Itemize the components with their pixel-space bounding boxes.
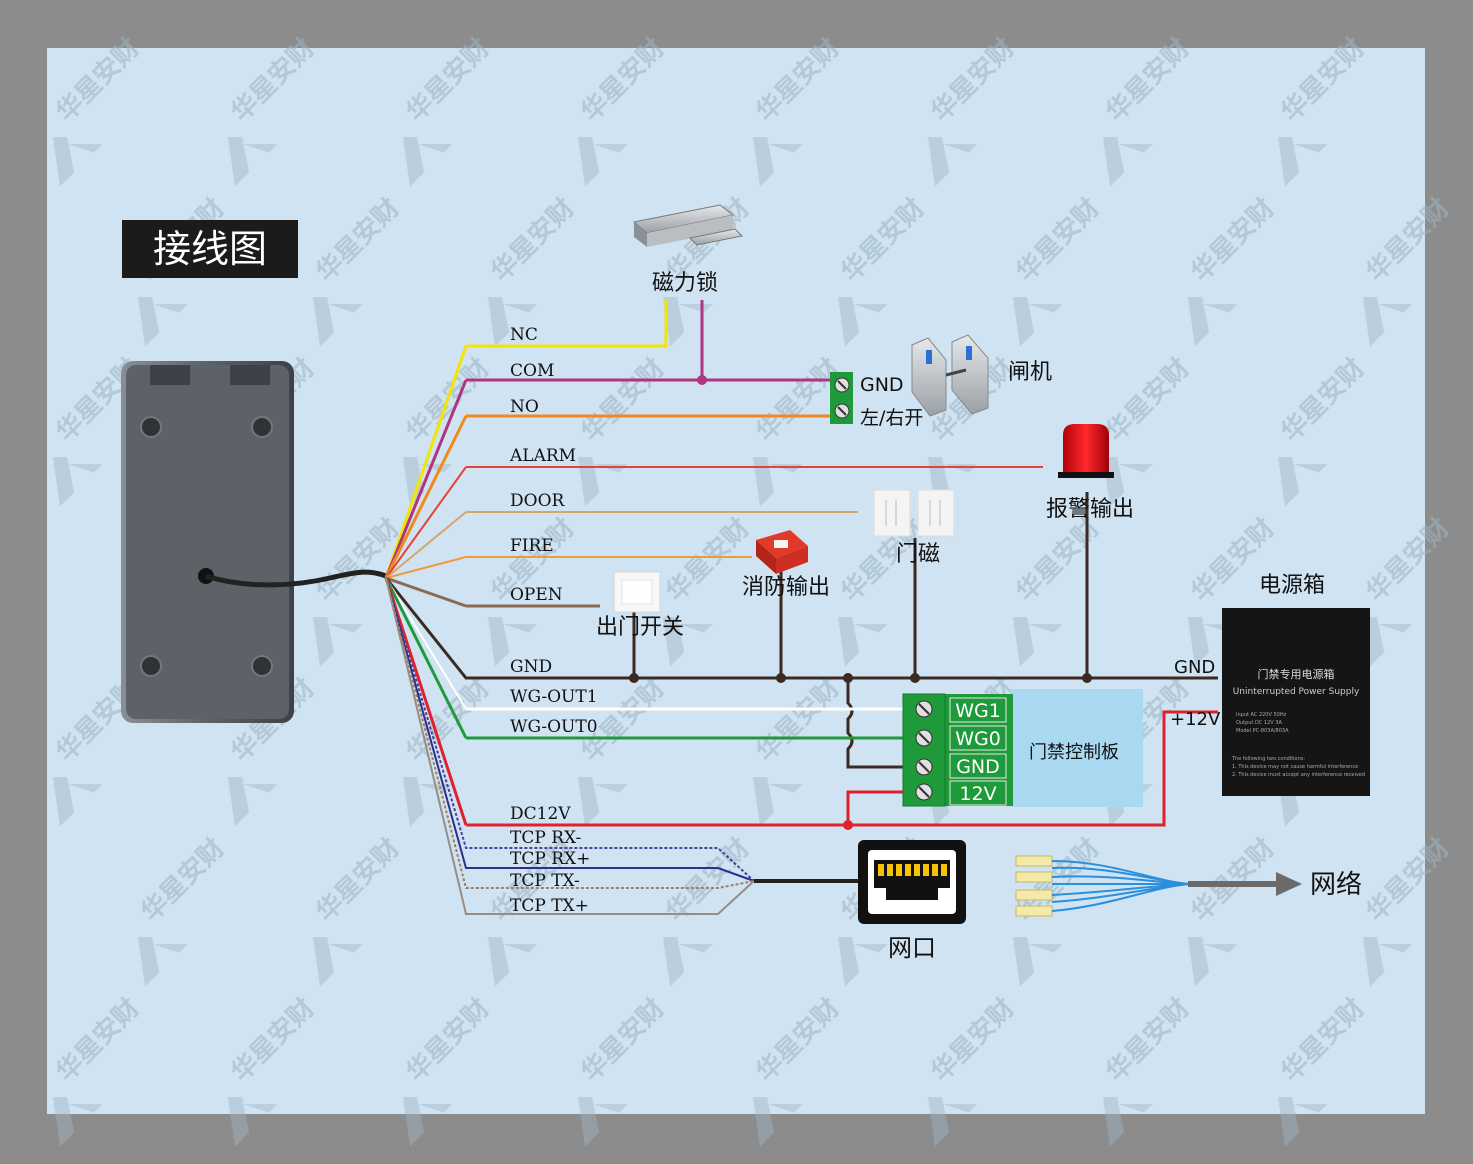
network-cable: 网络	[1015, 855, 1362, 917]
maglock-label: 磁力锁	[652, 271, 718, 296]
ctrl-term-wg1: WG1	[955, 700, 1001, 722]
wire-com	[384, 379, 468, 579]
fire-button: 消防输出	[466, 530, 830, 600]
wire-label-com: COM	[510, 361, 554, 381]
network-port: 网口	[754, 840, 966, 962]
wire-fire	[385, 556, 467, 579]
power-box: 电源箱 门禁专用电源箱 Uninterrupted Power Supply I…	[1170, 573, 1370, 796]
alarm-label: 报警输出	[1046, 497, 1134, 522]
gate-lr-label: 左/右开	[860, 407, 923, 429]
ctrl-term-12v: 12V	[959, 783, 996, 805]
ctrl-term-gnd: GND	[956, 756, 1000, 778]
wire-label-fire: FIRE	[510, 536, 554, 556]
wire-rxp	[385, 577, 755, 882]
wire-rxm	[385, 577, 755, 882]
wire-open	[385, 576, 467, 608]
power-12v-label: +12V	[1170, 709, 1221, 730]
card-reader	[121, 361, 387, 723]
wire-label-rxm: TCP RX-	[510, 828, 581, 848]
wire-label-wg0: WG-OUT0	[510, 717, 598, 737]
wire-txm	[385, 577, 755, 889]
fire-label: 消防输出	[742, 575, 830, 600]
page-title: 接线图	[153, 227, 267, 271]
wire-label-alarm: ALARM	[509, 446, 576, 466]
gate-gnd-label: GND	[860, 374, 904, 396]
wire-label-wg1: WG-OUT1	[510, 687, 598, 707]
wire-nc	[384, 345, 468, 579]
exit-button: 出门开关	[466, 571, 684, 640]
wire-wg0	[384, 577, 468, 739]
power-spec-2: Output DC 12V 3A	[1236, 720, 1282, 726]
wire-label-group: NC COM NO ALARM DOOR FIRE OPEN GND WG-OUT1WG-OUT…	[509, 325, 598, 916]
power-spec-1: Input AC 220V 50Hz	[1236, 712, 1287, 718]
network-port-label: 网口	[888, 934, 936, 962]
wire-no	[384, 415, 468, 579]
wire-label-door: DOOR	[510, 491, 566, 511]
title-box: 接线图	[122, 220, 298, 278]
turnstile-gate: 闸机	[911, 334, 1052, 417]
wire-label-txm: TCP TX-	[510, 871, 580, 891]
magnetic-lock: 磁力锁	[632, 204, 744, 296]
wire-txp	[385, 577, 755, 915]
power-gnd-label: GND	[1174, 657, 1215, 678]
wire-dc12v	[384, 577, 468, 826]
wire-label-txp: TCP TX+	[510, 896, 589, 916]
gate-terminal: GND 左/右开	[466, 372, 923, 429]
wire-label-open: OPEN	[510, 585, 563, 605]
power-note-2: 1. This device may not cause harmful int…	[1232, 764, 1358, 770]
power-subtitle: Uninterrupted Power Supply	[1233, 687, 1360, 697]
power-title: 门禁专用电源箱	[1258, 667, 1335, 681]
alarm-siren: 报警输出	[466, 424, 1134, 522]
wire-label-nc: NC	[510, 325, 538, 345]
power-spec-3: Model PC-803A/803A	[1236, 728, 1289, 734]
power-box-label: 电源箱	[1259, 573, 1325, 598]
wire-wg1	[385, 577, 467, 710]
gate-label: 闸机	[1008, 360, 1052, 385]
wire-label-no: NO	[510, 397, 539, 417]
wire-label-dc12v: DC12V	[510, 804, 571, 824]
door-sensor-label: 门磁	[896, 542, 940, 567]
door-sensor: 门磁	[466, 489, 955, 567]
wire-door	[385, 511, 467, 579]
wire-gnd	[384, 577, 634, 680]
wire-label-rxp: TCP RX+	[510, 849, 590, 869]
network-label: 网络	[1310, 870, 1362, 900]
power-note-3: 2. This device must accept any interfere…	[1232, 772, 1365, 778]
controller-label: 门禁控制板	[1029, 742, 1119, 763]
device-connections	[466, 300, 1218, 830]
access-controller: WG1 WG0 GND 12V 门禁控制板	[902, 689, 1143, 807]
ctrl-term-wg0: WG0	[955, 728, 1001, 750]
wire-label-gnd: GND	[510, 657, 552, 677]
wire-alarm	[385, 466, 467, 579]
wire-group	[384, 345, 755, 915]
power-note-1: The following two conditions:	[1231, 756, 1305, 762]
exit-button-label: 出门开关	[596, 615, 684, 640]
